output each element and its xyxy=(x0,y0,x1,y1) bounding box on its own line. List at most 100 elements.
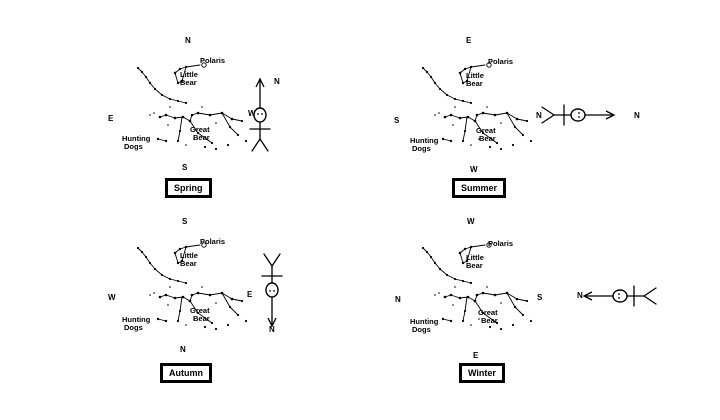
little-bear-box-line xyxy=(181,246,187,262)
great-bear-leg xyxy=(231,118,243,122)
little-bear-star xyxy=(173,251,177,255)
great-bear-leg xyxy=(474,120,484,134)
faint-star xyxy=(185,144,187,146)
label-great-bear-line1: Great xyxy=(476,126,496,135)
little-bear-star xyxy=(461,99,465,103)
little-bear-line xyxy=(434,82,441,90)
little-bear-star xyxy=(176,81,180,85)
hunting-dogs-line xyxy=(157,318,167,322)
little-bear-line xyxy=(446,274,456,280)
little-bear-star xyxy=(178,67,182,71)
great-bear-leg xyxy=(474,300,484,314)
great-bear-leg xyxy=(229,306,239,316)
direction-right: N xyxy=(536,111,542,120)
observer-north-label: N xyxy=(577,291,583,300)
little-bear-star xyxy=(180,79,184,83)
hunting-dogs-star xyxy=(156,137,160,141)
little-bear-box-line xyxy=(466,246,472,262)
great-bear-star xyxy=(513,305,517,309)
little-bear-star xyxy=(463,67,467,71)
faint-star xyxy=(153,112,155,114)
little-bear-star xyxy=(461,279,465,283)
polaris-star xyxy=(201,242,207,248)
great-bear-star xyxy=(240,299,244,303)
observer-leg xyxy=(541,106,555,116)
little-bear-star xyxy=(140,70,144,74)
little-bear-box-line xyxy=(174,252,179,264)
great-bear-star xyxy=(443,295,447,299)
faint-star xyxy=(438,112,440,114)
little-bear-line xyxy=(446,94,456,100)
observer-eye xyxy=(261,113,263,115)
little-bear-star xyxy=(180,259,184,263)
label-hunting-dogs-line2: Dogs xyxy=(412,325,431,334)
great-bear-leg xyxy=(506,292,516,308)
great-bear-star xyxy=(529,319,533,323)
little-bear-star xyxy=(429,75,433,79)
great-bear-star xyxy=(158,115,162,119)
great-bear-line xyxy=(494,292,508,296)
great-bear-line xyxy=(467,116,476,122)
great-bear-star xyxy=(236,133,240,137)
faint-star xyxy=(470,144,472,146)
observer-leg xyxy=(251,138,261,152)
faint-star xyxy=(185,324,187,326)
little-bear-box-line xyxy=(181,66,187,82)
great-bear-leg xyxy=(464,296,468,312)
little-bear-line xyxy=(149,262,156,270)
polaris-star xyxy=(201,62,207,68)
great-bear-star xyxy=(529,139,533,143)
great-bear-star xyxy=(521,313,525,317)
little-bear-box-line xyxy=(459,252,464,264)
faint-star xyxy=(169,106,171,108)
observer-north-label: N xyxy=(634,111,640,120)
hunting-dogs-line xyxy=(442,318,452,322)
little-bear-star xyxy=(153,87,157,91)
great-bear-star xyxy=(475,293,479,297)
great-bear-star xyxy=(214,147,218,151)
direction-bottom: N xyxy=(180,345,186,354)
little-bear-star xyxy=(433,81,437,85)
season-label-spring: Spring xyxy=(165,178,212,198)
great-bear-line xyxy=(209,292,223,296)
great-bear-star xyxy=(488,145,492,149)
faint-star xyxy=(201,286,203,288)
little-bear-line xyxy=(454,278,464,282)
polaris-star xyxy=(486,242,492,248)
great-bear-star xyxy=(158,295,162,299)
label-hunting-dogs-line1: Hunting xyxy=(122,315,151,324)
great-bear-star xyxy=(210,141,214,145)
great-bear-leg xyxy=(514,126,524,136)
great-bear-line xyxy=(197,112,211,116)
great-bear-leg xyxy=(462,310,466,322)
little-bear-star xyxy=(438,267,442,271)
little-bear-star xyxy=(438,87,442,91)
constellation-group xyxy=(421,62,533,151)
faint-star xyxy=(452,124,454,126)
observer-north-label: N xyxy=(274,77,280,86)
great-bear-star xyxy=(226,323,230,327)
great-bear-star xyxy=(463,309,467,313)
little-bear-star xyxy=(445,93,449,97)
label-polaris: Polaris xyxy=(488,239,514,248)
little-bear-star xyxy=(176,279,180,283)
great-bear-leg xyxy=(462,130,466,142)
hunting-dogs-star xyxy=(441,137,445,141)
great-bear-leg xyxy=(221,292,231,308)
direction-left: S xyxy=(394,116,400,125)
hunting-dogs-line xyxy=(442,138,452,142)
great-bear-leg xyxy=(197,132,213,144)
little-bear-line xyxy=(177,100,187,104)
little-bear-star xyxy=(153,267,157,271)
great-bear-star xyxy=(449,293,453,297)
faint-star xyxy=(149,114,151,116)
little-bear-star xyxy=(184,101,188,105)
observer-figure xyxy=(541,104,616,126)
great-bear-star xyxy=(511,143,515,147)
great-bear-star xyxy=(449,113,453,117)
little-bear-star xyxy=(136,246,140,250)
great-bear-star xyxy=(214,327,218,331)
observer-leg xyxy=(643,295,657,305)
great-bear-star xyxy=(178,309,182,313)
